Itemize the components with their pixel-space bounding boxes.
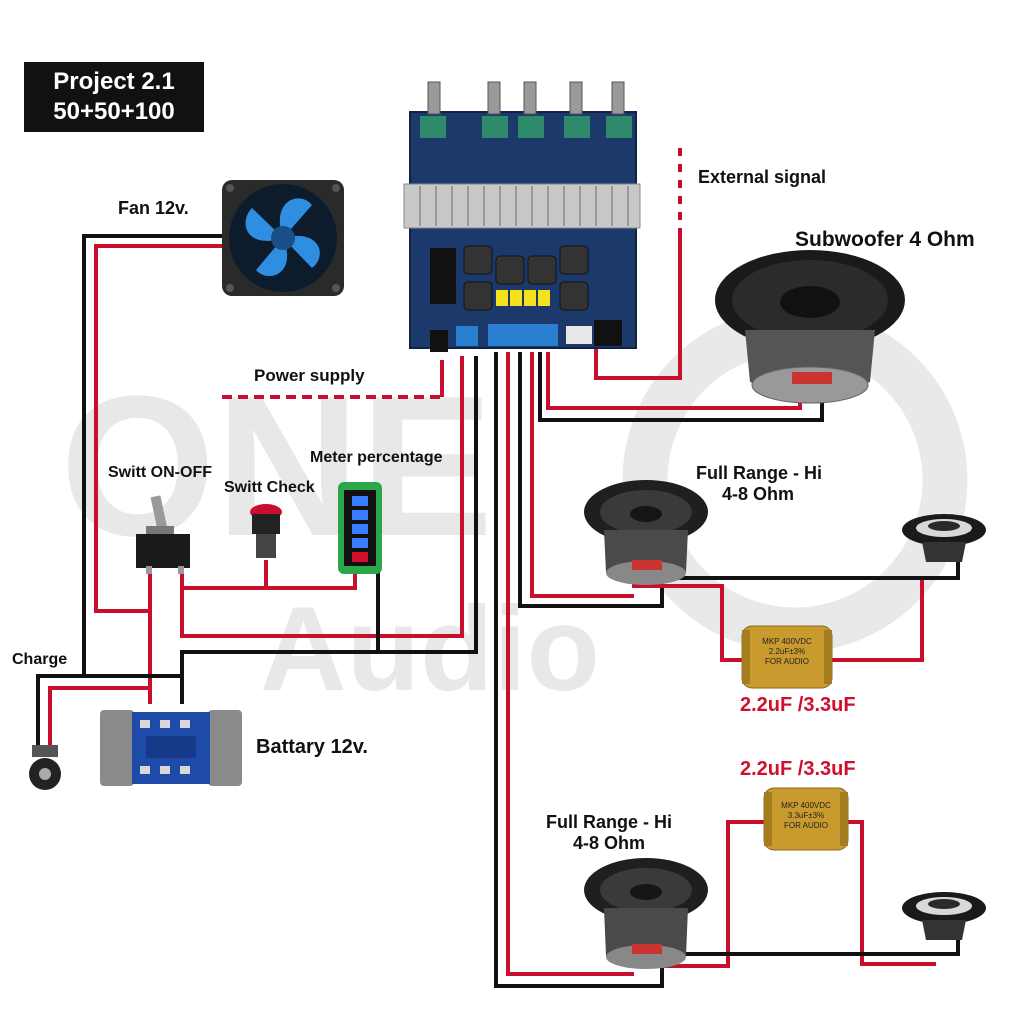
capacitor-top-icon: MKP 400VDC 2.2uF±3% FOR AUDIO [741, 625, 833, 689]
subwoofer-speaker-icon [715, 250, 905, 404]
battery-pack-icon [100, 710, 242, 786]
cap-top-line1: MKP 400VDC [762, 637, 812, 646]
fan-label: Fan 12v. [118, 198, 189, 218]
subwoofer-label: Subwoofer 4 Ohm [795, 228, 975, 251]
charge-label: Charge [12, 651, 68, 668]
charge-positive-wire [48, 686, 150, 745]
cap-bottom-line2: 3.3uF±3% [788, 811, 824, 820]
full-range-bottom-label: Full Range - Hi 4-8 Ohm [538, 812, 680, 854]
sub-negative-wire [538, 352, 824, 422]
tweeter-top-negative [662, 562, 960, 580]
fr-bottom-negative [494, 352, 664, 988]
project-title: Project 2.1 [53, 68, 175, 95]
full-range-top-line2: 4-8 Ohm [721, 484, 795, 504]
tweeter-bottom-positive [848, 820, 936, 966]
switch-meter-wire [180, 572, 357, 590]
charge-jack-icon [29, 745, 61, 790]
switch-check-label: Switt Check [224, 479, 315, 496]
project-power-rating: 50+50+100 [53, 98, 175, 125]
project-title-box: Project 2.1 50+50+100 [24, 62, 204, 132]
tweeter-bottom-negative [662, 940, 960, 956]
switch-onoff-label: Switt ON-OFF [108, 464, 212, 481]
cap-top-line2: 2.2uF±3% [769, 647, 805, 656]
full-range-bottom-line2: 4-8 Ohm [572, 833, 646, 853]
battery-label: Battary 12v. [256, 736, 368, 758]
full-range-bottom-line1: Full Range - Hi [546, 812, 672, 832]
tweeter-bottom-icon [902, 892, 986, 940]
cap-top-line3: FOR AUDIO [765, 657, 809, 666]
amplifier-board-icon [403, 81, 641, 352]
capacitor-top-value: 2.2uF /3.3uF [740, 694, 856, 716]
battery-meter-icon [338, 482, 382, 574]
full-range-top-label: Full Range - Hi 4-8 Ohm [696, 463, 822, 505]
power-supply-label: Power supply [254, 366, 365, 385]
watermark-logo: ONE [60, 355, 493, 578]
fan-icon [222, 180, 344, 296]
full-range-speaker-top-icon [584, 480, 708, 585]
full-range-speaker-bottom-icon [584, 858, 708, 969]
capacitor-bottom-value: 2.2uF /3.3uF [740, 758, 856, 780]
tweeter-top-icon [902, 514, 986, 562]
capacitor-bottom-icon: MKP 400VDC 3.3uF±3% FOR AUDIO [763, 787, 849, 851]
fan-positive-wire [94, 244, 222, 613]
toggle-switch-icon [136, 495, 190, 574]
external-signal-label: External signal [698, 167, 827, 187]
meter-label: Meter percentage [310, 449, 443, 466]
push-button-icon [250, 504, 282, 558]
fr-bottom-positive [506, 352, 634, 976]
cap-bottom-line3: FOR AUDIO [784, 821, 828, 830]
fr-top-positive [530, 352, 634, 598]
full-range-top-line1: Full Range - Hi [696, 463, 822, 483]
switch-board-wire [180, 356, 464, 638]
cap-bottom-line1: MKP 400VDC [781, 801, 831, 810]
watermark-sub: Audio [260, 582, 600, 716]
